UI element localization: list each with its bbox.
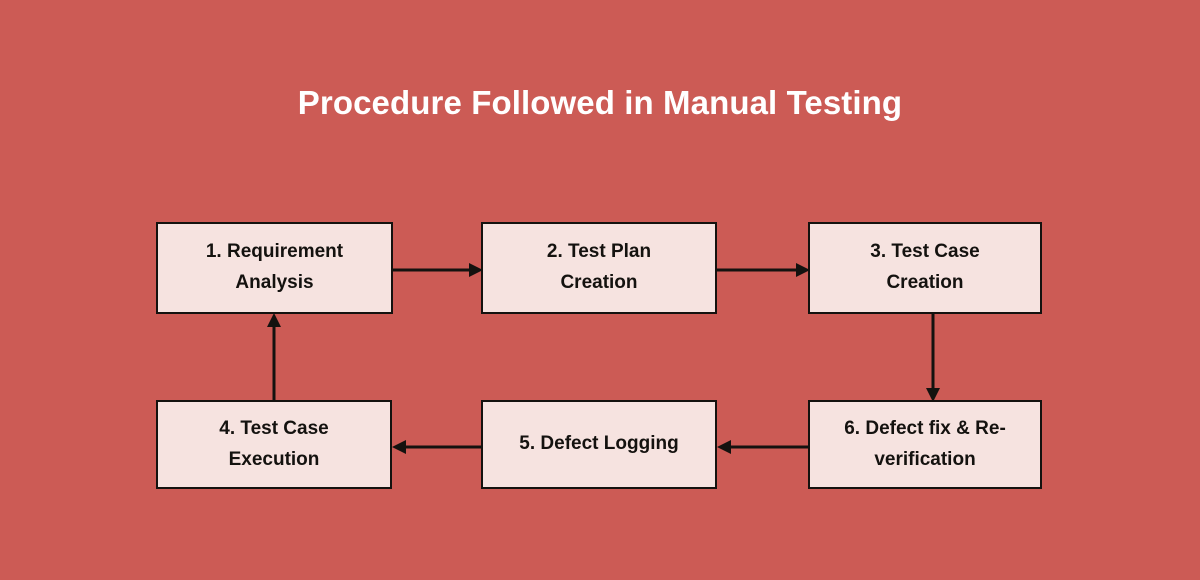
node-line-1: 3. Test Case bbox=[870, 241, 980, 263]
node-line-2: Analysis bbox=[235, 272, 314, 293]
arrow-left-icon-node6-to-node5 bbox=[717, 433, 810, 461]
flowchart-node-defect-fix-reverification[interactable]: 6. Defect fix & Re-verification bbox=[808, 400, 1042, 489]
node-line-2: Creation bbox=[560, 272, 638, 293]
node-line-2: Execution bbox=[228, 448, 320, 470]
node-line-1: 2. Test Plan bbox=[546, 241, 652, 263]
node-label: 6. Defect fix & Re-verification bbox=[820, 414, 1030, 476]
node-line-2: verification bbox=[874, 448, 976, 470]
node-line-1: 4. Test Case bbox=[219, 417, 329, 439]
node-line-1: 6. Defect fix & Re- bbox=[844, 417, 1006, 439]
arrow-left-icon-node5-to-node4 bbox=[392, 433, 483, 461]
arrow-down-icon-node3-to-node6 bbox=[919, 313, 947, 402]
arrow-right-icon-node1-to-node2 bbox=[393, 256, 483, 284]
page-title: Procedure Followed in Manual Testing bbox=[297, 84, 903, 121]
node-line-1: 1. Requirement bbox=[205, 241, 344, 263]
node-line-2: Creation bbox=[886, 272, 964, 293]
arrow-up-icon-node4-to-node1 bbox=[260, 313, 288, 402]
node-label: 5. Defect Logging bbox=[519, 433, 679, 455]
arrow-right-icon-node2-to-node3 bbox=[717, 256, 810, 284]
flowchart-node-defect-logging[interactable]: 5. Defect Logging bbox=[481, 400, 717, 489]
